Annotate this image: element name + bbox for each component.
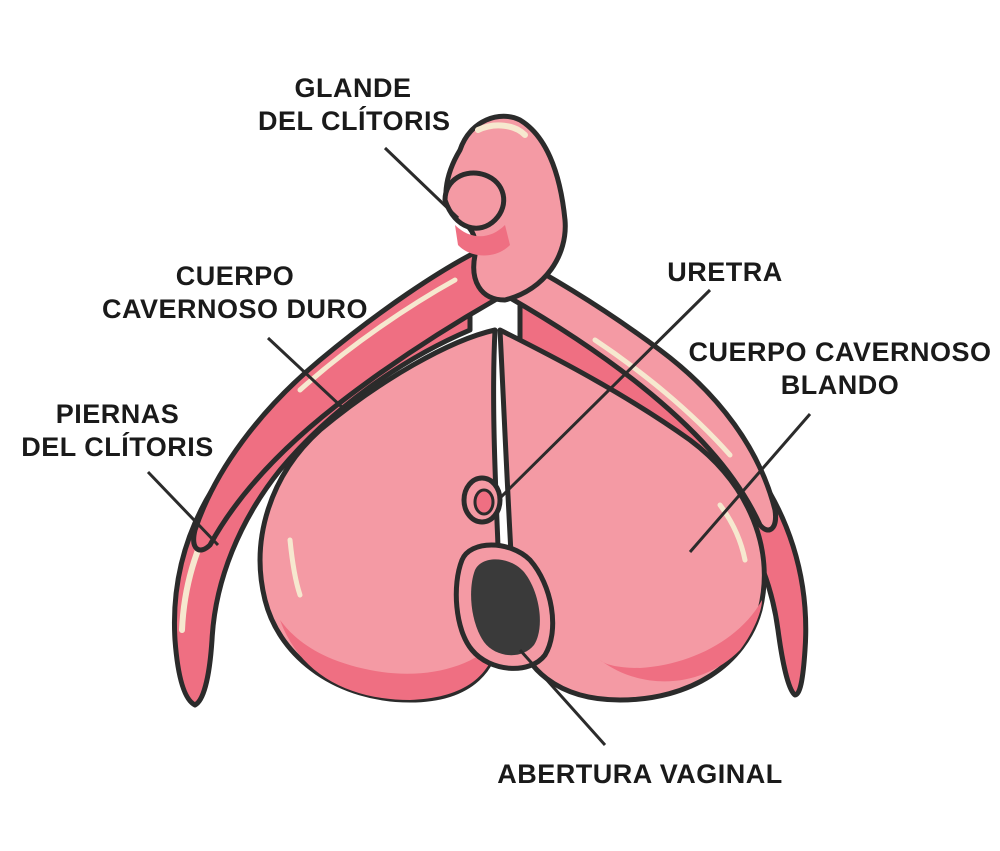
left-cavernous-band bbox=[191, 247, 498, 553]
label-cuerpo-duro-line2: CAVERNOSO DURO bbox=[101, 294, 369, 324]
label-cuerpo-duro: CUERPO CAVERNOSO DURO bbox=[95, 260, 375, 326]
leader-cuerpo-blando bbox=[688, 413, 812, 553]
right-bulb-highlight bbox=[717, 502, 748, 563]
right-cavernous-band bbox=[497, 247, 779, 533]
left-band-highlight bbox=[297, 277, 458, 393]
leader-cuerpo-duro bbox=[266, 336, 347, 412]
label-abertura: ABERTURA VAGINAL bbox=[495, 758, 785, 791]
right-bulb-shadow bbox=[600, 600, 762, 682]
leader-abertura bbox=[518, 648, 607, 747]
label-glande-line1: GLANDE bbox=[294, 73, 412, 103]
label-cuerpo-blando-line2: BLANDO bbox=[780, 370, 900, 400]
leader-piernas bbox=[146, 470, 220, 547]
left-bulb-highlight bbox=[287, 537, 303, 598]
label-piernas-line1: PIERNAS bbox=[55, 399, 180, 429]
glans-tip bbox=[442, 170, 507, 231]
label-glande: GLANDE DEL CLÍTORIS bbox=[258, 72, 451, 138]
label-abertura-line1: ABERTURA VAGINAL bbox=[497, 759, 783, 789]
glans-highlight bbox=[475, 122, 528, 138]
leader-uretra bbox=[498, 288, 712, 500]
label-cuerpo-duro-line1: CUERPO bbox=[175, 261, 295, 291]
vaginal-opening-cavity bbox=[471, 559, 540, 656]
label-cuerpo-blando-line1: CUERPO CAVERNOSO bbox=[688, 337, 992, 367]
urethra-inner bbox=[473, 488, 495, 516]
leader-glande bbox=[383, 146, 460, 220]
label-piernas-line2: DEL CLÍTORIS bbox=[21, 432, 214, 462]
label-glande-line2: DEL CLÍTORIS bbox=[258, 106, 451, 136]
right-band-highlight bbox=[592, 337, 733, 458]
label-piernas: PIERNAS DEL CLÍTORIS bbox=[20, 398, 215, 464]
label-uretra: URETRA bbox=[660, 256, 790, 289]
glans-shadow bbox=[455, 225, 510, 256]
left-bulb-shadow bbox=[280, 620, 498, 700]
label-cuerpo-blando: CUERPO CAVERNOSO BLANDO bbox=[685, 336, 995, 402]
label-uretra-line1: URETRA bbox=[667, 257, 783, 287]
